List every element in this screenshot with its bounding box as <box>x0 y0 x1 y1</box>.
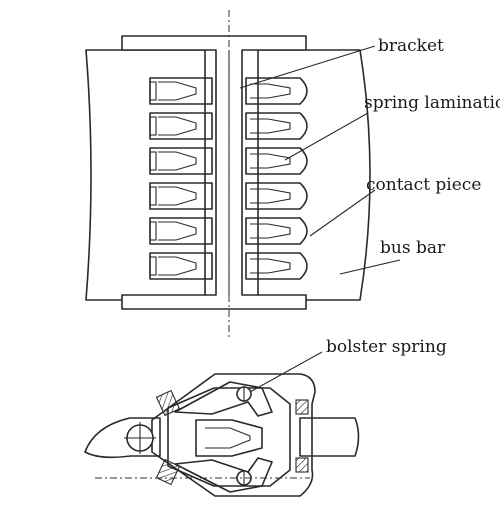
bottom-view: bolster spring <box>84 337 447 497</box>
spring-lamination <box>245 77 308 105</box>
spring-lamination <box>245 252 308 280</box>
bolster-spring-upper <box>174 381 273 417</box>
bolster-spring-lower <box>174 457 273 493</box>
left-bus-bar <box>85 49 206 301</box>
contact-piece <box>149 252 213 280</box>
top-view: bracket spring lamination contact piece … <box>85 10 500 340</box>
right-bus-bar-section <box>299 417 360 457</box>
contact-housing <box>151 373 316 497</box>
bracket <box>121 35 307 310</box>
contact-piece <box>149 112 213 140</box>
right-bus-bar <box>257 49 371 301</box>
spring-lamination <box>245 182 308 210</box>
contact-piece <box>149 182 213 210</box>
label-bus-bar: bus bar <box>380 238 446 258</box>
left-contact-pieces <box>149 77 213 280</box>
label-bolster-spring: bolster spring <box>326 337 447 357</box>
spring-lamination <box>245 147 308 175</box>
label-spring-lamination: spring lamination <box>364 93 500 113</box>
spring-lamination <box>245 217 308 245</box>
right-contact-pieces <box>245 77 308 280</box>
label-contact-piece: contact piece <box>366 175 481 195</box>
contact-piece <box>149 147 213 175</box>
spring-lamination <box>245 112 308 140</box>
left-bus-bar-section <box>84 417 161 459</box>
contact-piece <box>149 77 213 105</box>
label-bracket: bracket <box>378 36 444 56</box>
contact-piece <box>149 217 213 245</box>
